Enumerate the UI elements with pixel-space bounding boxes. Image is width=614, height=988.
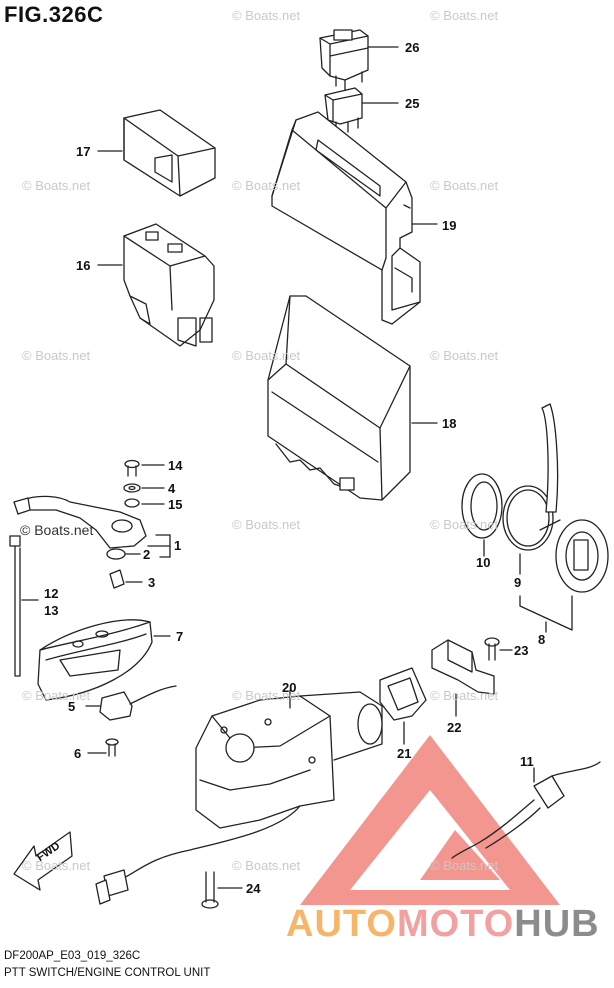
- part-23-bolt-icon: [484, 637, 513, 661]
- watermark: © Boats.net: [22, 178, 91, 193]
- brand-part-moto: MOTO: [396, 903, 515, 945]
- part-6-screw-icon: [87, 738, 119, 757]
- callout-5: 5: [68, 699, 76, 714]
- watermark: © Boats.net: [232, 8, 301, 23]
- part-16-relay-box-icon: [97, 223, 215, 347]
- part-18-ecu-icon: [267, 295, 438, 501]
- watermark: © Boats.net: [430, 8, 499, 23]
- callout-11: 11: [520, 754, 534, 769]
- callout-10: 10: [476, 555, 491, 570]
- part-26-relay-icon: [319, 29, 399, 91]
- fwd-arrow-icon: [13, 831, 73, 891]
- callout-4: 4: [168, 481, 176, 496]
- callout-25: 25: [405, 96, 420, 111]
- part-2-washer-icon: [106, 534, 171, 560]
- callout-2: 2: [143, 547, 151, 562]
- part-15-grommet-icon: [124, 498, 165, 508]
- part-24-bolt-icon: [201, 871, 243, 909]
- part-22-bracket-icon: [431, 639, 495, 717]
- watermark: © Boats.net: [430, 858, 499, 873]
- brand-part-hub: HUB: [514, 903, 600, 945]
- part-12-cable-tie-icon: [9, 535, 39, 677]
- part-19-bracket-icon: [271, 111, 438, 325]
- part-14-bolt-icon: [124, 459, 165, 477]
- callout-21: 21: [397, 746, 412, 761]
- part-17-cover-icon: [97, 109, 216, 197]
- watermark: © Boats.net: [232, 517, 301, 532]
- part-1-ptt-switch-icon: [13, 495, 171, 549]
- watermark: © Boats.net: [22, 688, 91, 703]
- callout-12: 12: [44, 586, 59, 601]
- part-3-clip-icon: [109, 569, 143, 589]
- watermark: © Boats.net: [232, 348, 301, 363]
- callout-26: 26: [405, 40, 420, 55]
- callout-24: 24: [246, 881, 261, 896]
- callout-6: 6: [74, 746, 82, 761]
- callout-8: 8: [538, 632, 546, 647]
- part-21-grommet-icon: [379, 667, 427, 745]
- callout-7: 7: [176, 629, 184, 644]
- watermark: © Boats.net: [430, 178, 499, 193]
- brand-part-auto: AUTO: [286, 903, 397, 945]
- automotohub-logo-icon: [300, 735, 560, 905]
- watermark: © Boats.net: [430, 688, 499, 703]
- callout-22: 22: [447, 720, 462, 735]
- part-9-o-ring-icon: [502, 485, 554, 575]
- figure-title: FIG.326C: [4, 2, 104, 27]
- watermark: © Boats.net: [430, 517, 499, 532]
- part-4-washer-icon: [123, 483, 165, 493]
- callout-1: 1: [174, 538, 182, 553]
- watermark: © Boats.net: [430, 348, 499, 363]
- callout-15: 15: [168, 497, 183, 512]
- watermark: © Boats.net: [232, 688, 301, 703]
- callout-17: 17: [76, 144, 91, 159]
- callout-3: 3: [148, 575, 156, 590]
- part-25-relay-icon: [324, 87, 399, 133]
- watermark: © Boats.net: [232, 178, 301, 193]
- watermark: © Boats.net: [22, 348, 91, 363]
- watermark: © Boats.net: [232, 858, 301, 873]
- part-20-trim-motor-icon: [95, 689, 383, 905]
- figure-code: DF200AP_E03_019_326C: [4, 950, 141, 962]
- part-10-seal-icon: [461, 473, 503, 557]
- watermark: © Boats.net: [22, 858, 91, 873]
- callout-20: 20: [282, 680, 297, 695]
- callout-16: 16: [76, 258, 91, 273]
- callout-18: 18: [442, 416, 457, 431]
- callout-13: 13: [44, 603, 59, 618]
- callout-9: 9: [514, 575, 522, 590]
- callout-14: 14: [168, 458, 183, 473]
- brand-logo-text: AUTOMOTOHUB: [286, 903, 600, 946]
- watermark: © Boats.net: [20, 522, 94, 538]
- callout-19: 19: [442, 218, 457, 233]
- part-5-sensor-icon: [85, 685, 177, 721]
- part-7-cover-icon: [37, 619, 171, 701]
- part-8-switch-icon: [519, 403, 609, 633]
- part-11-harness-icon: [451, 761, 601, 859]
- figure-caption: PTT SWITCH/ENGINE CONTROL UNIT: [4, 967, 211, 979]
- callout-23: 23: [514, 643, 529, 658]
